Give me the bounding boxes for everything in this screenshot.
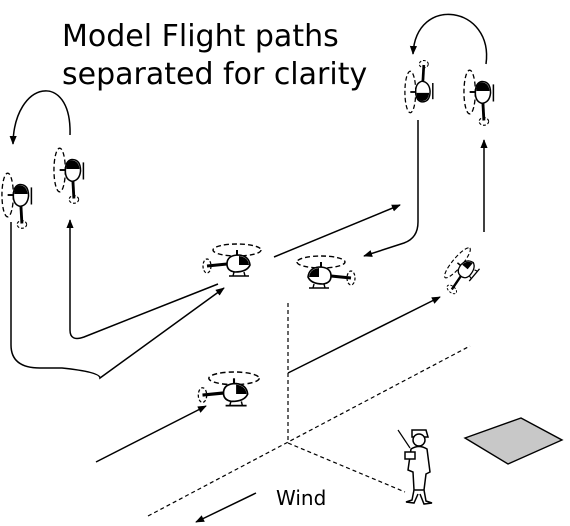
wind-arrow — [195, 492, 257, 523]
title-line-2: separated for clarity — [62, 57, 368, 92]
flight-paths — [9, 13, 488, 463]
helicopter-icon — [295, 254, 357, 290]
helicopter-icon — [462, 68, 495, 127]
helicopter-icon — [435, 243, 487, 299]
wind-label: Wind — [276, 486, 327, 510]
helicopter-icon — [0, 171, 33, 230]
landing-pad — [463, 417, 564, 465]
helicopter-icon — [52, 146, 85, 205]
title-line-1: Model Flight paths — [62, 19, 339, 54]
helicopter-icon — [201, 242, 263, 278]
pilot-figure — [397, 429, 433, 505]
helicopter-icon — [196, 370, 261, 408]
helicopter-icon — [403, 59, 435, 115]
diagram-title: Model Flight paths separated for clarity — [62, 18, 367, 94]
